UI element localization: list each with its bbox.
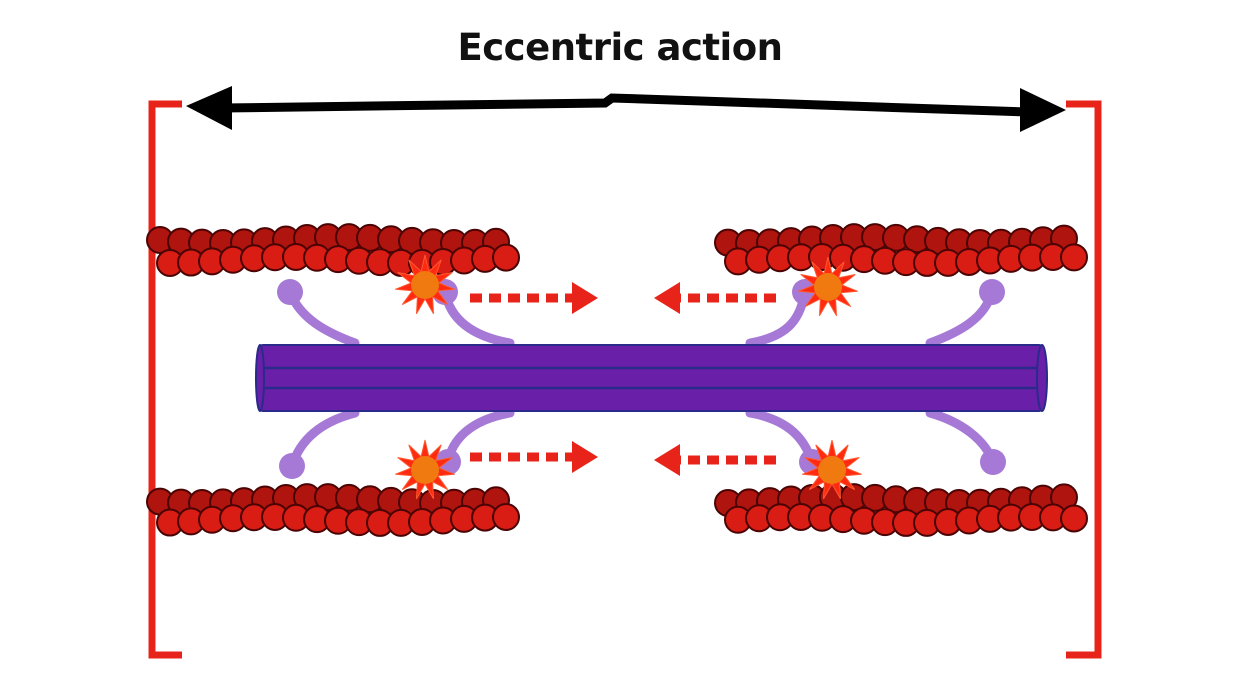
myosin-head: [435, 408, 515, 475]
actin-filament: [714, 483, 1088, 537]
starburst-icon: [798, 256, 858, 317]
myosin-head: [925, 408, 1006, 475]
dashed-arrow-head: [572, 441, 598, 473]
starburst-core: [411, 271, 439, 299]
myosin-head-bulb: [980, 449, 1006, 475]
dashed-arrow-icon: [654, 282, 776, 314]
dashed-arrow-icon: [470, 441, 598, 473]
z-line-left: [148, 100, 182, 659]
myosin-head: [745, 408, 825, 475]
dashed-arrow-head: [654, 282, 680, 314]
starburst-icon: [395, 254, 455, 315]
actin-filament: [146, 223, 520, 277]
diagram-title: Eccentric action: [457, 26, 783, 69]
starburst-icon: [395, 439, 455, 500]
starburst-core: [814, 273, 842, 301]
double-headed-arrow-icon: [221, 93, 1029, 117]
myosin-head-bulb: [279, 453, 305, 479]
actin-filaments: [146, 223, 1088, 537]
actin-bead: [1060, 243, 1088, 272]
actin-bead: [1060, 504, 1088, 533]
starburst-icon: [802, 439, 862, 500]
dashed-arrow-head: [572, 282, 598, 314]
actin-bead: [492, 243, 520, 272]
dashed-arrow-icon: [654, 444, 776, 476]
arrowhead-left: [186, 86, 232, 130]
force-arrows: [470, 282, 776, 476]
myosin-heads: [277, 279, 1006, 479]
myosin-filament-cap-right: [1036, 344, 1048, 412]
starburst-core: [411, 456, 439, 484]
arrowhead-right: [1020, 88, 1066, 132]
length-arrow: [186, 86, 1066, 132]
myosin-head: [925, 279, 1005, 348]
myosin-head-bulb: [979, 279, 1005, 305]
starburst-core: [818, 456, 846, 484]
myosin-head: [279, 408, 360, 479]
cross-bridges: [395, 254, 862, 500]
actin-bead: [492, 503, 520, 532]
actin-filament: [714, 223, 1088, 277]
dashed-arrow-icon: [470, 282, 598, 314]
actin-filament: [146, 483, 520, 537]
myosin-thick-filament: [255, 344, 1048, 412]
dashed-arrow-head: [654, 444, 680, 476]
myosin-head-bulb: [277, 279, 303, 305]
myosin-filament-cap-left: [255, 344, 265, 412]
myosin-head: [277, 279, 360, 348]
myosin-filament-body: [259, 344, 1043, 412]
z-line-right: [1066, 100, 1102, 659]
